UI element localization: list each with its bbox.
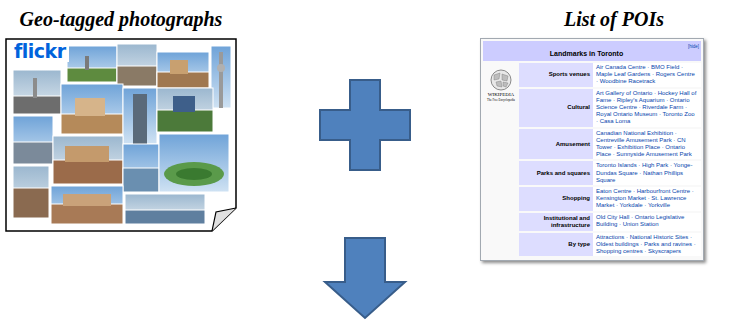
wiki-wordmark: WIKIPEDIA: [488, 92, 514, 98]
landmark-list: Eaton Centre · Harbourfront Centre · Ken…: [596, 188, 694, 208]
category-cell: Amusement: [519, 129, 593, 160]
landmark-list: Air Canada Centre · BMO Field · Maple Le…: [596, 64, 695, 84]
down-arrow: [325, 238, 405, 318]
category-cell: Sports venues: [519, 63, 593, 87]
navbox-row: Institutional and infrastructure Old City…: [519, 213, 701, 231]
panel-heading: Geo-tagged photographs: [5, 4, 237, 34]
landmark-cell: Attractions · National Historic Sites · …: [593, 233, 701, 257]
navbox-title: Landmarks in Toronto: [550, 50, 623, 57]
navbox: Landmarks in Toronto [hide] WIKIPEDIAThe F…: [480, 38, 704, 261]
landmark-list: Art Gallery of Ontario · Hockey Hall of …: [596, 90, 696, 125]
navbox-row: Cultural Art Gallery of Ontario · Hockey …: [519, 89, 701, 127]
navbox-row: Amusement Canadian National Exhibition · …: [519, 129, 701, 160]
category-name: Shopping: [562, 195, 590, 202]
navbox-row: Shopping Eaton Centre · Harbourfront Cent…: [519, 187, 701, 211]
landmark-list: Attractions · National Historic Sites · …: [596, 234, 696, 254]
logo-text: flickr: [11, 40, 69, 62]
navbox-row: Sports venues Air Canada Centre · BMO Fie…: [519, 63, 701, 87]
landmark-list: Canadian National Exhibition · Centrevil…: [596, 130, 692, 158]
category-name: Institutional and infrastructure: [522, 215, 590, 229]
navbox-header: Landmarks in Toronto [hide]: [483, 41, 701, 61]
category-name: By type: [568, 241, 590, 248]
category-name: Parks and squares: [537, 170, 590, 177]
category-cell: By type: [519, 233, 593, 257]
landmark-cell: Toronto Islands · High Park · Yonge-Dund…: [593, 161, 701, 185]
category-name: Cultural: [567, 104, 590, 111]
category-name: Sports venues: [549, 71, 590, 78]
navbox-body: WIKIPEDIAThe Free EncyclopediaSports ven…: [483, 63, 701, 258]
plus-sign: [320, 80, 410, 170]
landmark-cell: Art Gallery of Ontario · Hockey Hall of …: [593, 89, 701, 127]
photo-collection: Geo-tagged photographs flickr: [5, 4, 237, 232]
wiki-logo: WIKIPEDIAThe Free Encyclopedia: [483, 63, 519, 258]
category-cell: Shopping: [519, 187, 593, 211]
landmark-list: Toronto Islands · High Park · Yonge-Dund…: [596, 162, 692, 182]
hide-link: [hide]: [688, 42, 699, 51]
panel-heading: List of POIs: [480, 4, 704, 34]
landmark-cell: Air Canada Centre · BMO Field · Maple Le…: [593, 63, 701, 87]
navbox-row: By type Attractions · National Historic S…: [519, 233, 701, 257]
category-name: Amusement: [556, 141, 590, 148]
poi-list-panel: List of POIsLandmarks in Toronto [hide] WI…: [480, 4, 704, 261]
wiki-tagline: The Free Encyclopedia: [487, 98, 515, 102]
category-cell: Parks and squares: [519, 161, 593, 185]
globe-icon: [490, 69, 512, 91]
landmark-cell: Canadian National Exhibition · Centrevil…: [593, 129, 701, 160]
landmark-cell: Eaton Centre · Harbourfront Centre · Ken…: [593, 187, 701, 211]
landmark-list: Old City Hall · Ontario Legislative Buil…: [596, 214, 684, 227]
navbox-row: Parks and squares Toronto Islands · High …: [519, 161, 701, 185]
landmark-cell: Old City Hall · Ontario Legislative Buil…: [593, 213, 701, 231]
category-cell: Cultural: [519, 89, 593, 127]
navbox-rows: Sports venues Air Canada Centre · BMO Fie…: [519, 63, 701, 258]
photo-collage: [6, 39, 236, 231]
category-cell: Institutional and infrastructure: [519, 213, 593, 231]
